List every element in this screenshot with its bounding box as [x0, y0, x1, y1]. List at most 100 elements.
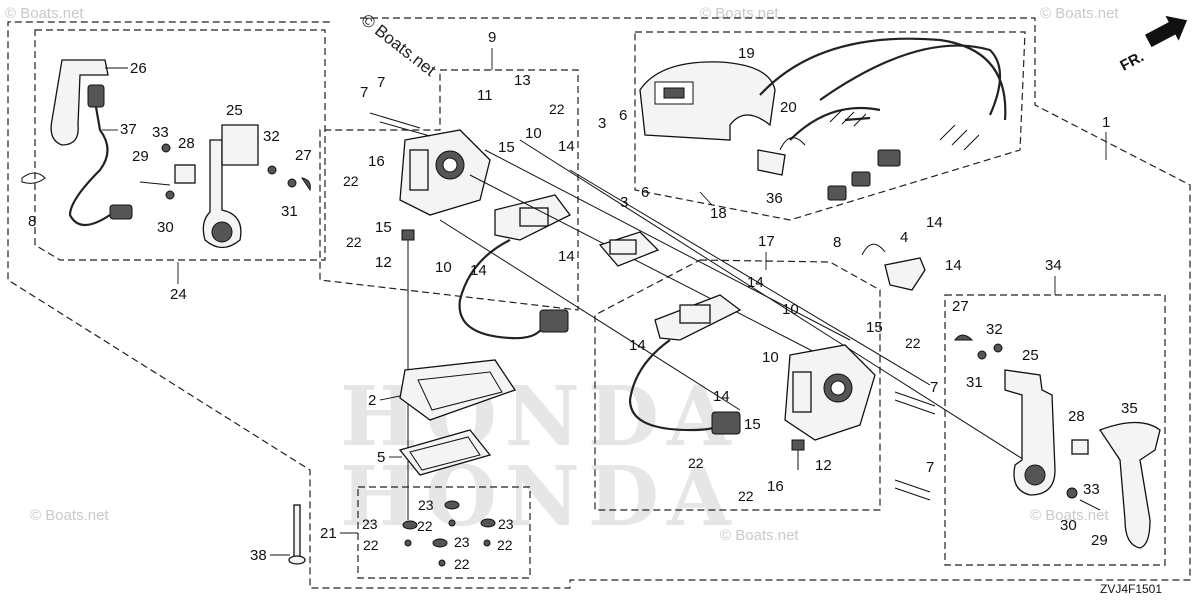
callout-label: 17 [758, 233, 775, 250]
callout-label: 30 [157, 219, 174, 236]
callout-label: 38 [250, 547, 267, 564]
watermark: © Boats.net [5, 5, 84, 22]
drawing-code: ZVJ4F1501 [1100, 582, 1162, 596]
callout-label: 22 [688, 455, 704, 471]
callout-label: 27 [952, 298, 969, 315]
outline-group-21 [357, 486, 531, 579]
watermark: © Boats.net [720, 527, 799, 544]
callout-label: 34 [1045, 257, 1062, 274]
gasket-5 [398, 429, 492, 476]
callout-label: 4 [900, 229, 908, 246]
callout-label: 22 [497, 537, 513, 553]
callout-label: 13 [514, 72, 531, 89]
callout-label: 30 [1060, 517, 1077, 534]
brand-lettering-bottom: HONDA [340, 449, 739, 545]
wire-harness-37 [68, 84, 133, 227]
callout-label: 33 [1083, 481, 1100, 498]
outline-group-18 [634, 31, 1026, 221]
callout-label: 10 [782, 301, 799, 318]
middle-connector-part [598, 231, 660, 267]
callout-label: 3 [598, 115, 606, 132]
lever-bracket-part [50, 59, 259, 249]
callout-label: 9 [488, 29, 496, 46]
callout-label: 15 [744, 416, 761, 433]
watermark: © Boats.net [1040, 5, 1119, 22]
callout-label: 15 [375, 219, 392, 236]
callout-label: 12 [815, 457, 832, 474]
small-fasteners-left [139, 143, 311, 200]
clip-8-right-icon [861, 243, 886, 256]
callout-label: 25 [226, 102, 243, 119]
outline-group-9 [319, 69, 579, 311]
callout-label: 29 [1091, 532, 1108, 549]
callout-label: 8 [28, 213, 36, 230]
callout-label: 33 [152, 124, 169, 141]
callout-label: 22 [363, 537, 379, 553]
callout-label: 19 [738, 45, 755, 62]
callout-label: 24 [170, 286, 187, 303]
handle-35 [1099, 421, 1161, 549]
base-plate-2 [399, 359, 517, 421]
svg-text:FR.: FR. [1117, 48, 1146, 74]
callout-label: 14 [945, 257, 962, 274]
callout-label: 22 [417, 518, 433, 534]
callout-label: 23 [418, 497, 434, 513]
callout-label: 2 [368, 392, 376, 409]
switch-bracket-right [654, 294, 742, 341]
watermark-main: © Boats.net [358, 10, 440, 80]
callout-label: 21 [320, 525, 337, 542]
callout-label: 6 [619, 107, 627, 124]
harness-18 [757, 37, 1007, 201]
callout-label: 14 [926, 214, 943, 231]
callout-label: 12 [375, 254, 392, 271]
outline-group-24 [34, 29, 326, 261]
small-fasteners-right [954, 334, 1101, 511]
callout-label: 6 [641, 184, 649, 201]
callout-label: 36 [766, 190, 783, 207]
callout-label: 15 [498, 139, 515, 156]
callout-label: 7 [930, 379, 938, 396]
callout-label: 31 [966, 374, 983, 391]
callout-label: 14 [747, 274, 764, 291]
cover-19 [639, 61, 776, 141]
clip-20-icon [779, 137, 806, 151]
callout-labels: 1 2 3 3 4 5 6 6 7 7 7 7 8 8 9 10 10 10 1… [28, 29, 1138, 572]
callout-label: 28 [178, 135, 195, 152]
housing-assembly-17 [784, 344, 876, 470]
callout-label: 15 [866, 319, 883, 336]
callout-label: 7 [377, 74, 385, 91]
callout-label: 1 [1102, 114, 1110, 131]
callout-label: 32 [986, 321, 1003, 338]
callout-label: 22 [343, 173, 359, 189]
callout-label: 20 [780, 99, 797, 116]
switch-bracket-part [494, 194, 571, 241]
callout-label: 14 [629, 337, 646, 354]
callout-label: 32 [263, 128, 280, 145]
callout-label: 14 [558, 248, 575, 265]
callout-label: 16 [368, 153, 385, 170]
outline-group-34 [944, 294, 1166, 566]
callout-label: 7 [926, 459, 934, 476]
callout-label: 35 [1121, 400, 1138, 417]
callout-label: 18 [710, 205, 727, 222]
callout-label: 14 [713, 388, 730, 405]
callout-label: 29 [132, 148, 149, 165]
callout-label: 23 [362, 516, 378, 532]
cable-connector-left [458, 239, 569, 340]
lever-bracket-right [1004, 369, 1056, 496]
callout-label: 7 [360, 84, 368, 101]
callout-label: 11 [477, 87, 493, 104]
callout-label: 23 [498, 516, 514, 532]
callout-label: 37 [120, 121, 137, 138]
clip-8-left-icon [21, 172, 46, 184]
cable-connector-right [628, 339, 741, 435]
callout-label: 22 [454, 556, 470, 572]
callout-label: 10 [435, 259, 452, 276]
callout-label: 22 [346, 234, 362, 250]
washer-set-21 [402, 500, 496, 567]
callout-label: 23 [454, 534, 470, 550]
callout-label: 16 [767, 478, 784, 495]
bolt-38 [288, 504, 306, 565]
callout-label: 25 [1022, 347, 1039, 364]
